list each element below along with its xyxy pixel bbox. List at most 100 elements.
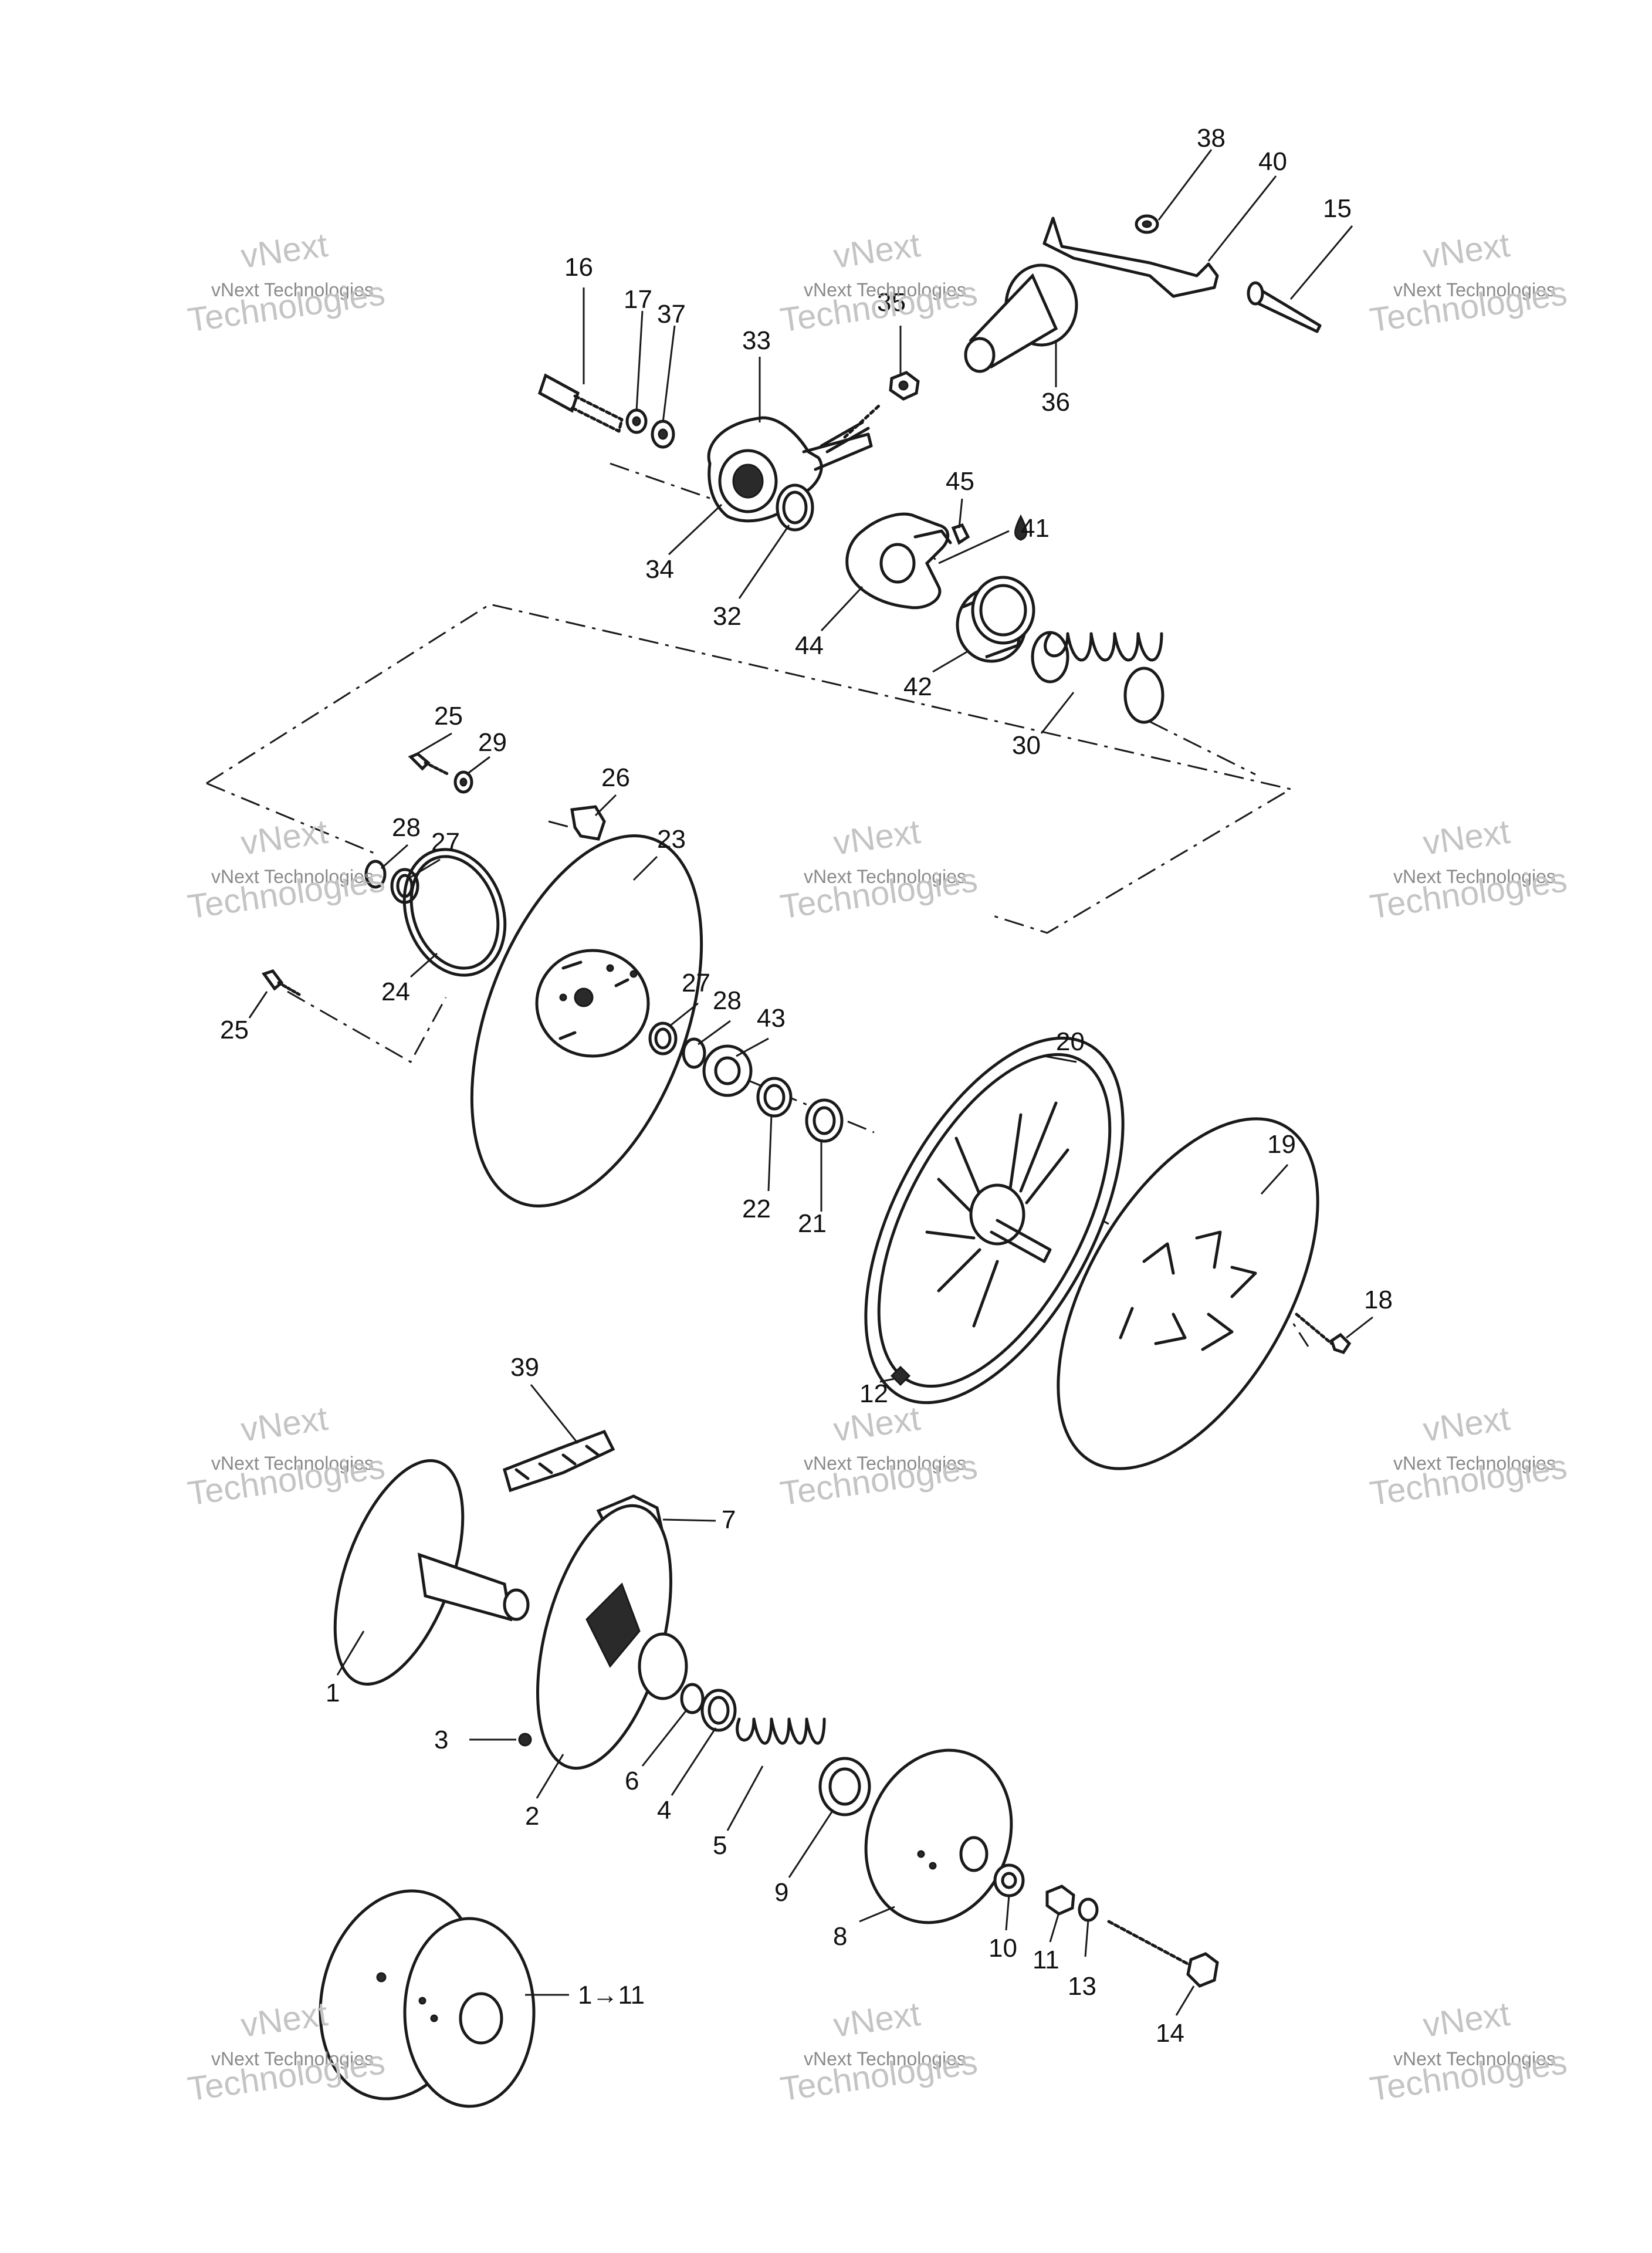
watermark: vNext vNext Technologies Technologies bbox=[778, 1399, 980, 1513]
washer-21 bbox=[805, 1098, 844, 1143]
bushing-42 bbox=[956, 576, 1035, 663]
callout-20: 20 bbox=[1056, 1027, 1085, 1056]
callout-21: 21 bbox=[798, 1209, 827, 1238]
callout-28-left: 28 bbox=[392, 813, 421, 842]
plate-19 bbox=[1057, 1117, 1319, 1470]
callout-40: 40 bbox=[1258, 147, 1287, 176]
sheave-20 bbox=[864, 1036, 1125, 1405]
belt-39 bbox=[502, 1429, 615, 1493]
screw-25-bottom bbox=[261, 969, 301, 996]
callout-29: 29 bbox=[478, 728, 507, 757]
washer-10 bbox=[993, 1863, 1025, 1897]
cam-44 bbox=[845, 512, 952, 610]
callout-16: 16 bbox=[564, 253, 593, 282]
callout-38: 38 bbox=[1197, 124, 1226, 153]
movable-sheave-2 bbox=[536, 1504, 688, 1770]
svg-text:vNext: vNext bbox=[239, 813, 330, 862]
screw-12 bbox=[890, 1365, 911, 1386]
callout-25-top: 25 bbox=[434, 702, 463, 730]
svg-text:vNext: vNext bbox=[1421, 1399, 1512, 1449]
svg-text:vNext Technologies: vNext Technologies bbox=[804, 1453, 966, 1474]
callout-26: 26 bbox=[601, 763, 630, 792]
callout-15: 15 bbox=[1323, 194, 1352, 223]
callout-41: 41 bbox=[1021, 514, 1050, 543]
svg-text:vNext: vNext bbox=[831, 226, 923, 276]
watermark: vNext vNext Technologies Technologies bbox=[778, 226, 980, 340]
callout-4: 4 bbox=[657, 1796, 671, 1825]
svg-text:vNext Technologies: vNext Technologies bbox=[1393, 279, 1556, 300]
svg-text:vNext Technologies: vNext Technologies bbox=[1393, 1453, 1556, 1474]
ring-32 bbox=[776, 483, 814, 532]
svg-text:vNext: vNext bbox=[831, 813, 923, 862]
callout-labels: 38 40 15 16 17 37 33 35 36 45 41 34 32 4… bbox=[220, 124, 1393, 2048]
washer-43 bbox=[702, 1044, 753, 1097]
fixed-sheave-1 bbox=[333, 1459, 530, 1686]
svg-text:vNext Technologies: vNext Technologies bbox=[804, 2048, 966, 2069]
watermark: vNext vNext Technologies Technologies bbox=[778, 813, 980, 926]
watermark: vNext vNext Technologies Technologies bbox=[1367, 1995, 1569, 2109]
washer-13 bbox=[1078, 1897, 1099, 1922]
callout-43: 43 bbox=[757, 1004, 786, 1033]
nut-11 bbox=[1045, 1885, 1075, 1916]
svg-text:vNext Technologies: vNext Technologies bbox=[804, 866, 966, 887]
watermark: vNext vNext Technologies Technologies bbox=[1367, 813, 1569, 926]
sheave-23 bbox=[470, 834, 703, 1208]
callout-44: 44 bbox=[795, 631, 824, 660]
callout-1: 1 bbox=[326, 1679, 340, 1707]
svg-text:vNext: vNext bbox=[239, 1399, 330, 1449]
callout-14: 14 bbox=[1156, 2019, 1184, 2048]
svg-text:vNext: vNext bbox=[831, 1399, 923, 1449]
callout-6: 6 bbox=[625, 1767, 639, 1795]
watermark: vNext vNext Technologies Technologies bbox=[1367, 1399, 1569, 1513]
spring-30 bbox=[1031, 631, 1164, 724]
callout-33: 33 bbox=[742, 326, 771, 355]
screw-15 bbox=[1247, 281, 1322, 333]
ring-28-right bbox=[682, 1037, 706, 1069]
svg-text:vNext Technologies: vNext Technologies bbox=[804, 279, 966, 300]
callout-8: 8 bbox=[833, 1922, 847, 1951]
callout-32: 32 bbox=[713, 602, 742, 631]
cover-8 bbox=[864, 1748, 1013, 1924]
svg-text:vNext: vNext bbox=[831, 1995, 923, 2045]
callout-42: 42 bbox=[903, 672, 932, 701]
svg-text:vNext Technologies: vNext Technologies bbox=[211, 866, 374, 887]
bushing-27-right bbox=[648, 1021, 678, 1056]
callout-37: 37 bbox=[657, 300, 686, 329]
callout-5: 5 bbox=[713, 1831, 727, 1860]
watermark: vNext vNext Technologies Technologies bbox=[185, 1399, 387, 1513]
watermark: vNext vNext Technologies Technologies bbox=[185, 226, 387, 340]
svg-text:vNext Technologies: vNext Technologies bbox=[211, 2048, 374, 2069]
callout-27-right: 27 bbox=[682, 969, 710, 997]
callout-2: 2 bbox=[525, 1802, 539, 1831]
washer-38 bbox=[1135, 214, 1159, 234]
washer-22 bbox=[756, 1077, 793, 1118]
callout-39: 39 bbox=[510, 1353, 539, 1382]
svg-text:vNext Technologies: vNext Technologies bbox=[1393, 866, 1556, 887]
callout-23: 23 bbox=[657, 825, 686, 854]
washer-29 bbox=[453, 770, 473, 794]
svg-text:vNext: vNext bbox=[239, 1995, 330, 2045]
assembly-1-11 bbox=[319, 1889, 536, 2108]
callout-3: 3 bbox=[434, 1726, 448, 1754]
callout-10: 10 bbox=[989, 1934, 1017, 1963]
svg-text:vNext: vNext bbox=[239, 226, 330, 276]
o-ring-24 bbox=[402, 848, 507, 977]
svg-text:vNext: vNext bbox=[1421, 813, 1512, 862]
callout-36: 36 bbox=[1041, 388, 1070, 417]
screw-25-top bbox=[408, 752, 451, 776]
screw-3 bbox=[518, 1733, 532, 1747]
callout-27-left: 27 bbox=[431, 828, 460, 857]
callout-19: 19 bbox=[1267, 1130, 1296, 1159]
callout-1-to-11: 1→11 bbox=[578, 1981, 645, 2010]
leader-lines bbox=[248, 149, 1373, 2016]
washer-17 bbox=[625, 408, 648, 434]
sleeve-36 bbox=[964, 263, 1078, 373]
svg-text:vNext Technologies: vNext Technologies bbox=[211, 279, 374, 300]
svg-text:vNext: vNext bbox=[1421, 1995, 1512, 2045]
callout-17: 17 bbox=[624, 285, 652, 314]
callout-25-bottom: 25 bbox=[220, 1016, 249, 1044]
callout-11: 11 bbox=[1032, 1946, 1059, 1974]
ring-6 bbox=[680, 1683, 705, 1714]
bolt-16 bbox=[537, 373, 624, 433]
